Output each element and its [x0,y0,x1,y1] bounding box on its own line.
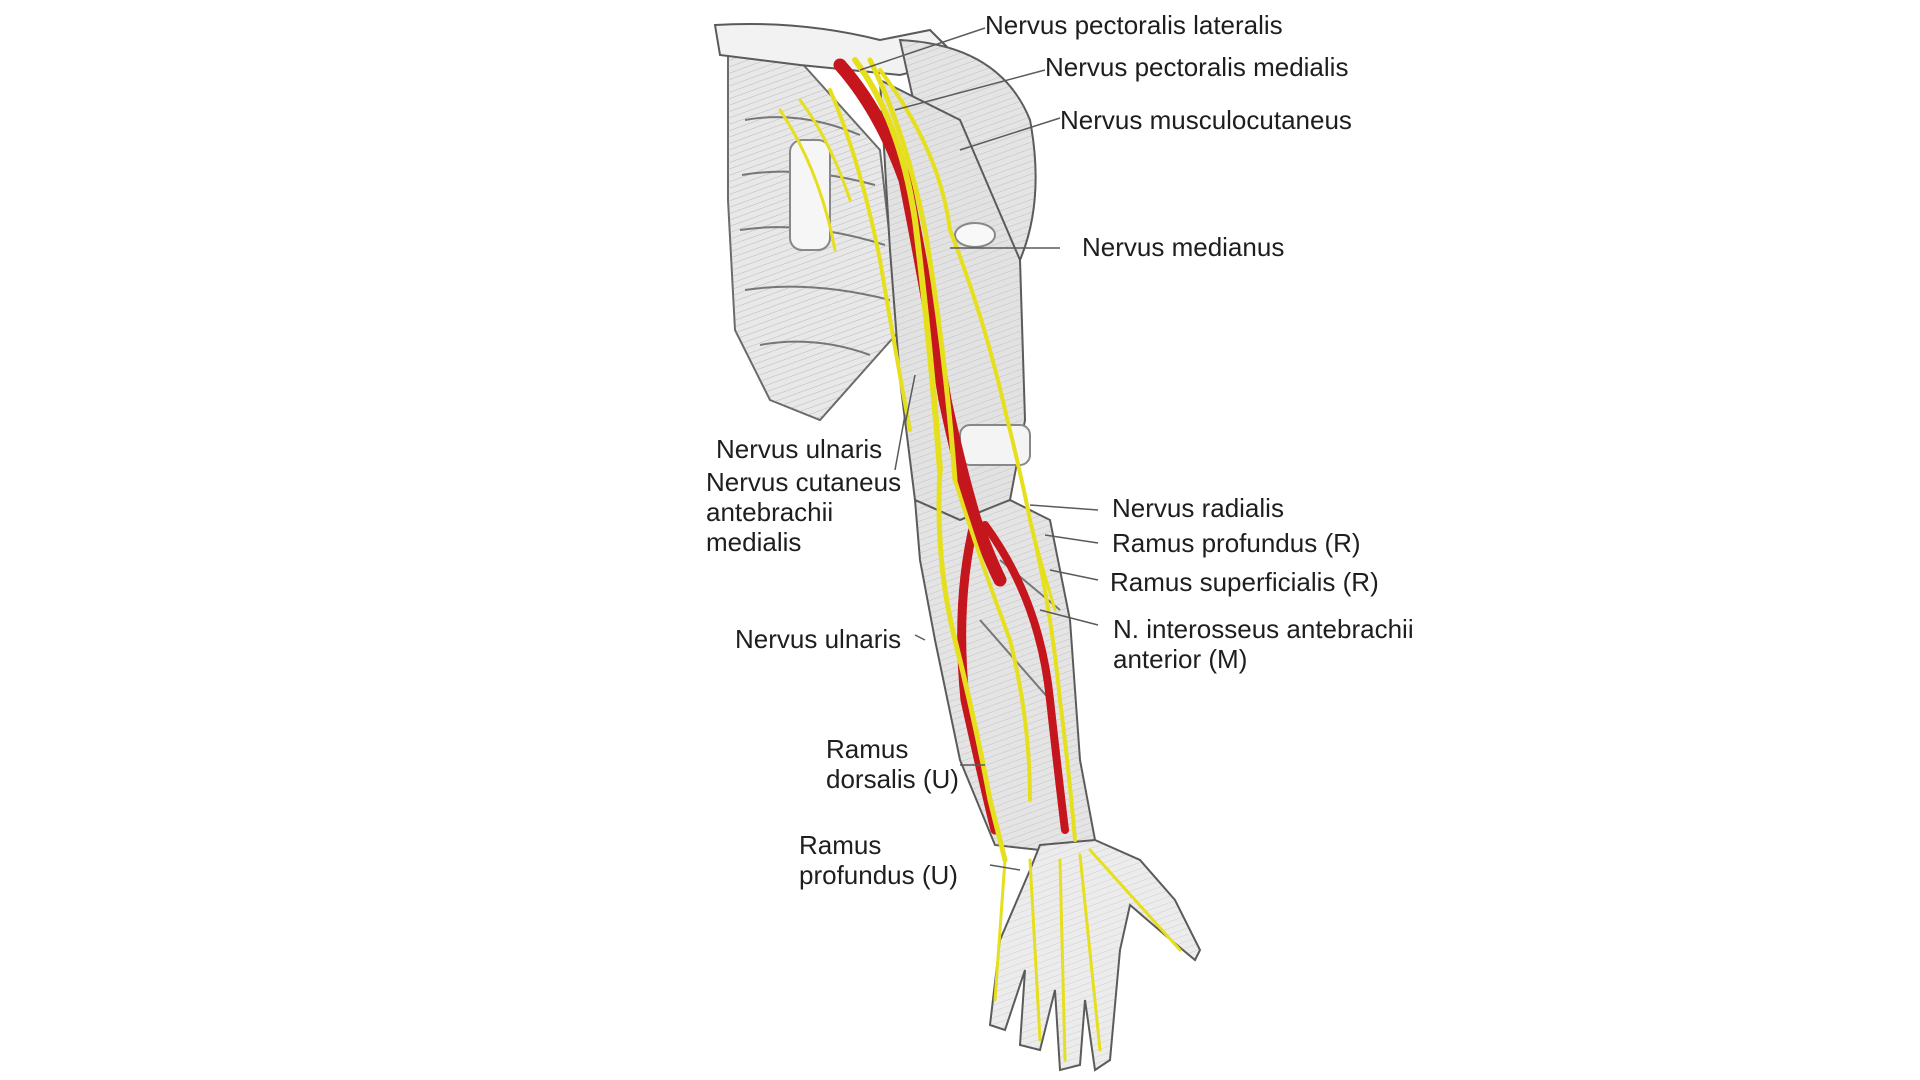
label-nervus-medianus: Nervus medianus [1082,232,1285,262]
leader-lines [859,27,1099,871]
label-n-interosseus-antebrachii-anterior: N. interosseus antebrachii anterior (M) [1113,614,1414,674]
label-nervus-ulnaris-lower: Nervus ulnaris [735,624,902,654]
label-nervus-ulnaris-upper: Nervus ulnaris [716,434,883,464]
nerve-bundle [778,57,1182,1062]
label-nervus-pectoralis-lateralis: Nervus pectoralis lateralis [985,10,1283,40]
label-nervus-musculocutaneus: Nervus musculocutaneus [1060,105,1352,135]
label-nervus-cutaneus-antebrachii-medialis: Nervus cutaneus antebrachii medialis [706,467,902,557]
label-ramus-profundus-r: Ramus profundus (R) [1112,528,1361,558]
label-nervus-radialis: Nervus radialis [1112,493,1284,523]
label-nervus-pectoralis-medialis: Nervus pectoralis medialis [1045,52,1349,82]
label-ramus-superficialis-r: Ramus superficialis (R) [1110,567,1379,597]
chest-wall [727,48,902,422]
label-ramus-profundus-u: Ramus profundus (U) [799,830,958,890]
label-ramus-dorsalis-u: Ramus dorsalis (U) [826,734,959,794]
hand [988,838,1202,1072]
